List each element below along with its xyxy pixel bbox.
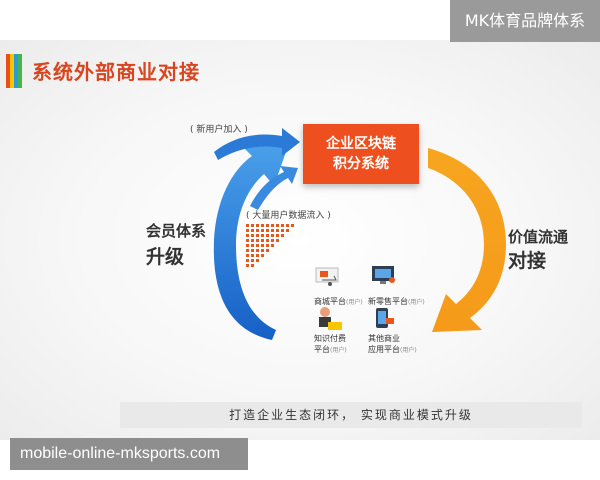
- platform-knowledge-label: 知识付费 平台(用户): [314, 333, 347, 356]
- cycle-arrows: [213, 128, 506, 340]
- bottom-slogan: 打造企业生态闭环， 实现商业模式升级: [120, 402, 582, 428]
- blue-top-arrow: [214, 128, 300, 160]
- platform-other-line1: 其他商业: [368, 334, 400, 343]
- monitor-store-icon: [372, 266, 395, 284]
- platform-knowledge-line2: 平台: [314, 345, 330, 354]
- shop-cart-icon: [315, 267, 339, 286]
- right-label-line1: 价值流通: [508, 228, 569, 246]
- platform-other-tag: (用户): [400, 347, 417, 354]
- phone-cart-icon: [376, 308, 394, 328]
- slide-title: 系统外部商业对接: [32, 60, 200, 84]
- platform-other-label: 其他商业 应用平台(用户): [368, 333, 417, 356]
- left-label-line2: 升级: [146, 246, 185, 268]
- title-accent-bars: [6, 54, 24, 88]
- platform-mall-label: 商城平台(用户): [314, 296, 363, 308]
- user-data-dots: [246, 224, 294, 267]
- site-watermark: mobile-online-mksports.com: [10, 438, 248, 470]
- platform-mall-name: 商城平台: [314, 297, 346, 306]
- platform-knowledge-tag: (用户): [330, 347, 347, 354]
- center-system-box: 企业区块链 积分系统: [303, 124, 419, 184]
- right-label-line2: 对接: [508, 250, 547, 272]
- platform-knowledge-line1: 知识付费: [314, 334, 346, 343]
- platform-mall-tag: (用户): [346, 299, 363, 306]
- blue-inner-arrow: [250, 166, 298, 210]
- platform-retail-label: 新零售平台(用户): [368, 296, 425, 308]
- person-laptop-icon: [319, 307, 342, 330]
- platform-other-line2: 应用平台: [368, 345, 400, 354]
- orange-cycle-arrow: [428, 148, 506, 332]
- note-data-inflow: ( 大量用户数据流入 ): [246, 211, 331, 221]
- center-box-line2: 积分系统: [333, 156, 389, 172]
- center-box-line1: 企业区块链: [326, 136, 396, 152]
- platform-retail-name: 新零售平台: [368, 297, 408, 306]
- platform-retail-tag: (用户): [408, 299, 425, 306]
- brand-tag: MK体育品牌体系: [450, 0, 600, 42]
- blue-cycle-arrow: [213, 144, 288, 340]
- note-new-users: ( 新用户加入 ): [190, 125, 248, 135]
- slide: 系统外部商业对接: [0, 40, 600, 440]
- left-label-line1: 会员体系: [146, 222, 207, 240]
